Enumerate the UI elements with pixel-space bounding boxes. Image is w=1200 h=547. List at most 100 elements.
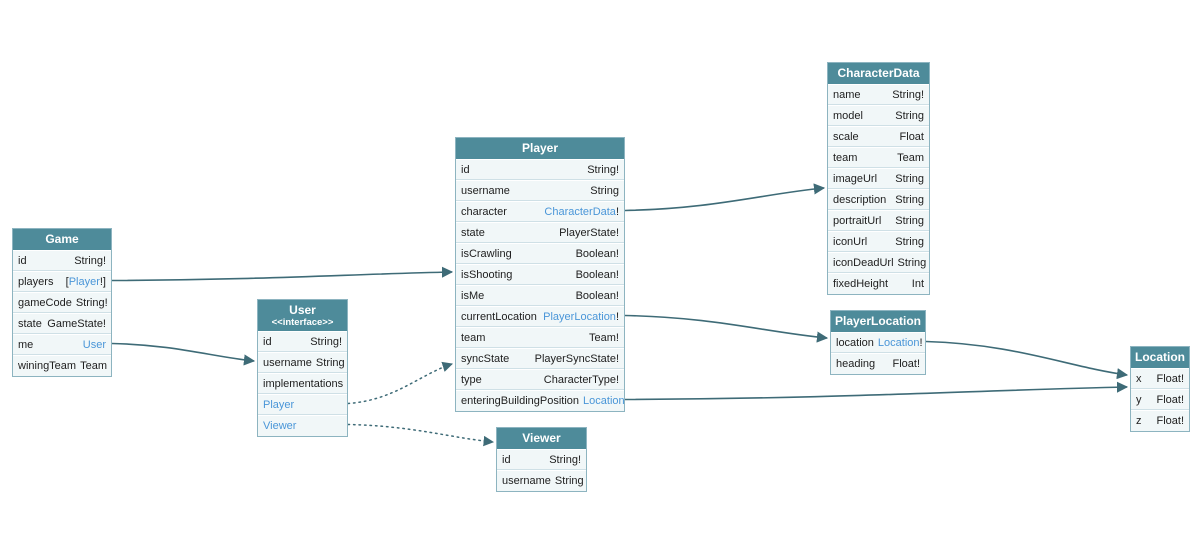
field-type: Team [80,360,107,372]
type-text: String [554,475,584,487]
node-header-viewer[interactable]: Viewer [497,428,586,449]
node-header-player[interactable]: Player [456,138,624,159]
node-header-user[interactable]: User<<interface>> [258,300,347,331]
field-type: Float! [1156,415,1184,427]
type-text: GameState! [47,317,106,330]
node-header-characterdata[interactable]: CharacterData [828,63,929,84]
type-link[interactable]: PlayerLocation [543,310,616,323]
edge-user-player-to-player [347,361,454,405]
node-subtitle: <<interface>> [271,316,334,328]
field-type: Location! [878,337,923,349]
type-text: Float! [1156,415,1184,427]
field-name: isMe [461,289,485,302]
type-link[interactable]: CharacterData [544,205,616,218]
node-title: User [289,302,316,317]
field-row-viewer[interactable]: Viewer [258,415,347,436]
edge-player-currentlocation-to-playerlocation [624,314,829,343]
field-name: imageUrl [833,172,878,185]
field-type: Int [912,278,924,290]
field-name: model [833,109,863,122]
node-title: Viewer [522,431,561,445]
field-row-players[interactable]: players[Player!] [13,271,111,292]
field-type: String [555,475,584,487]
node-header-playerlocation[interactable]: PlayerLocation [831,311,925,332]
field-type: String! [892,89,924,101]
field-row-model[interactable]: model String [828,105,929,126]
field-row-isshooting[interactable]: isShooting Boolean! [456,264,624,285]
type-text: Int [911,278,924,290]
type-text: String! [75,296,108,309]
field-row-isme[interactable]: isMe Boolean! [456,285,624,306]
type-text: Team [80,360,107,372]
field-type: String! [74,255,106,267]
type-text: Float! [1156,393,1184,406]
field-row-implementations[interactable]: implementations [258,373,347,394]
field-row-player[interactable]: Player [258,394,347,415]
type-text: String! [892,88,924,101]
field-type: String [895,110,924,122]
type-link[interactable]: Location [583,395,625,407]
node-header-game[interactable]: Game [13,229,111,250]
field-name: isShooting [461,268,513,281]
type-link[interactable]: Player [68,275,100,288]
field-type: Team! [589,332,619,344]
type-link[interactable]: User [82,338,106,351]
type-text: Boolean! [575,289,619,302]
type-text: Boolean! [575,268,619,281]
node-header-location[interactable]: Location [1131,347,1189,368]
edge-game-me-to-user [111,342,256,366]
field-name: implementations [263,377,344,390]
field-name: type [461,373,482,386]
field-type: String [895,194,924,206]
field-type: Float! [1156,394,1184,406]
field-type: GameState! [47,318,106,330]
type-link[interactable]: Location [877,336,920,349]
type-text: String [895,214,924,227]
field-type: Float [900,131,924,143]
field-name: isCrawling [461,247,512,260]
field-row-team[interactable]: team Team! [456,327,624,348]
type-text: String [895,193,924,206]
field-name: team [461,331,486,344]
field-type: PlayerLocation! [543,311,619,323]
